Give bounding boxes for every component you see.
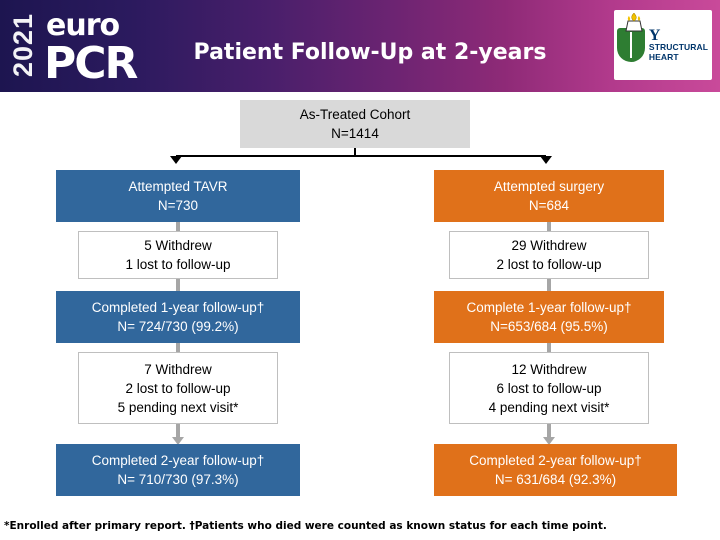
arrow-to-tavr-icon: [170, 156, 182, 164]
right-connector-1: [547, 222, 551, 232]
yale-line2: HEART: [648, 51, 679, 62]
cohort-split-connector: [176, 155, 546, 157]
cohort-stem-connector: [354, 148, 356, 157]
surgery-loss-2-line-3: 4 pending next visit*: [488, 399, 610, 415]
right-connector-2: [547, 279, 551, 291]
tavr-fu1-line-2: N= 724/730 (99.2%): [117, 319, 239, 334]
surgery-followup-2yr-box: Completed 2-year follow-up† N= 631/684 (…: [434, 444, 677, 496]
attempted-surgery-line-1: Attempted surgery: [493, 179, 605, 194]
surgery-loss-1-box: 29 Withdrew 2 lost to follow-up: [449, 231, 649, 279]
tavr-loss-2-line-2: 2 lost to follow-up: [125, 380, 231, 396]
surgery-loss-2-box: 12 Withdrew 6 lost to follow-up 4 pendin…: [449, 352, 649, 424]
arrow-to-surgery-icon: [540, 156, 552, 164]
surgery-loss-1-line-2: 2 lost to follow-up: [496, 257, 602, 272]
attempted-surgery-box: Attempted surgery N=684: [434, 170, 664, 222]
shield-icon: [617, 28, 646, 62]
cohort-box: As-Treated Cohort N=1414: [240, 100, 470, 148]
surgery-fu2-line-2: N= 631/684 (92.3%): [494, 472, 617, 487]
tavr-loss-1-line-2: 1 lost to follow-up: [125, 257, 231, 272]
attempted-tavr-box: Attempted TAVR N=730: [56, 170, 300, 222]
cohort-line-2: N=1414: [331, 126, 379, 141]
tavr-followup-2yr-box: Completed 2-year follow-up† N= 710/730 (…: [56, 444, 300, 496]
right-connector-3: [547, 343, 551, 353]
tavr-loss-2-line-1: 7 Withdrew: [144, 361, 212, 377]
surgery-loss-2-line-2: 6 lost to follow-up: [496, 380, 602, 396]
yale-line1: STRUCTURAL: [648, 42, 708, 52]
tavr-fu2-line-2: N= 710/730 (97.3%): [117, 472, 239, 487]
header-brand-euro: euro: [46, 8, 120, 43]
left-connector-3: [176, 343, 180, 353]
surgery-loss-2-line-1: 12 Withdrew: [511, 361, 587, 377]
right-connector-4: [547, 424, 551, 442]
left-connector-4: [176, 424, 180, 442]
arrow-to-tavr-2yr-icon: [172, 437, 184, 445]
tavr-followup-1yr-box: Completed 1-year follow-up† N= 724/730 (…: [56, 291, 300, 343]
arrow-to-surgery-2yr-icon: [543, 437, 555, 445]
presentation-header: 2021 euro PCR Patient Follow-Up at 2-yea…: [0, 0, 720, 92]
page-title: Patient Follow-Up at 2-years: [193, 40, 547, 65]
header-year: 2021: [8, 12, 38, 78]
surgery-loss-1-line-1: 29 Withdrew: [511, 238, 587, 253]
surgery-followup-1yr-box: Complete 1-year follow-up† N=653/684 (95…: [434, 291, 664, 343]
footnote-text: *Enrolled after primary report. †Patient…: [4, 520, 607, 532]
attempted-surgery-line-2: N=684: [528, 198, 570, 213]
tavr-loss-2-line-3: 5 pending next visit*: [117, 399, 239, 415]
yale-shield-wrap: [614, 10, 649, 80]
yale-letter: Y: [648, 27, 661, 44]
yale-structural-heart-logo: Y STRUCTURAL HEART: [614, 10, 712, 80]
header-brand-pcr: PCR: [44, 38, 138, 89]
torch-icon: [625, 13, 643, 32]
surgery-fu2-line-1: Completed 2-year follow-up†: [469, 453, 642, 468]
tavr-fu2-line-1: Completed 2-year follow-up†: [91, 453, 265, 468]
tavr-fu1-line-1: Completed 1-year follow-up†: [91, 300, 265, 315]
tavr-loss-1-box: 5 Withdrew 1 lost to follow-up: [78, 231, 278, 279]
left-connector-2: [176, 279, 180, 291]
tavr-loss-1-line-1: 5 Withdrew: [144, 238, 212, 253]
cohort-line-1: As-Treated Cohort: [299, 107, 411, 122]
attempted-tavr-line-2: N=730: [157, 198, 199, 213]
attempted-tavr-line-1: Attempted TAVR: [128, 179, 228, 194]
tavr-loss-2-box: 7 Withdrew 2 lost to follow-up 5 pending…: [78, 352, 278, 424]
surgery-fu1-line-2: N=653/684 (95.5%): [490, 319, 608, 334]
left-connector-1: [176, 222, 180, 232]
surgery-fu1-line-1: Complete 1-year follow-up†: [466, 300, 632, 315]
yale-text: Y STRUCTURAL HEART: [649, 10, 712, 80]
